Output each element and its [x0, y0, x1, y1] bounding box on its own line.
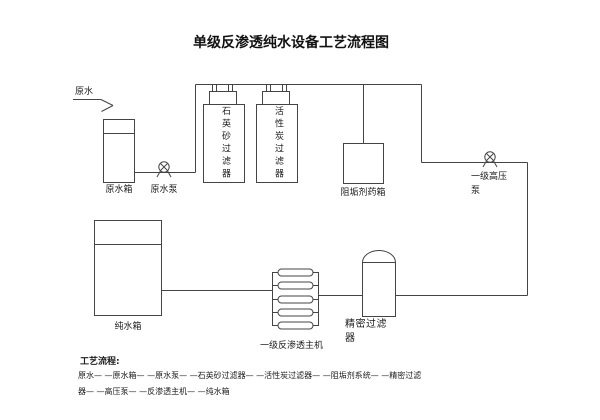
- vessel-body: [203, 104, 245, 183]
- diagram-title: 单级反渗透纯水设备工艺流程图: [193, 35, 389, 51]
- pump-cross: [486, 153, 494, 161]
- hp-pump-shape: [482, 151, 498, 168]
- feed-label: 原水: [75, 87, 94, 97]
- precision-filter-shape: [362, 250, 396, 317]
- flow-note-heading: 工艺流程:: [80, 357, 120, 367]
- precision-filter-dome: [362, 250, 396, 263]
- pipe-main-run: [134, 84, 528, 296]
- ro-membrane-elements: [277, 268, 314, 330]
- precision-filter-label-line2: 器: [345, 333, 355, 344]
- flow-note-line2: 器— —高压泵— —反渗透主机— —纯水箱: [78, 387, 230, 396]
- ro-membrane: [277, 321, 314, 330]
- pump-cross: [160, 163, 168, 171]
- quartz-filter-vessel: [203, 84, 245, 183]
- flow-note-line1: 原水— —原水箱— —原水泵— —石英砂过滤器— —活性炭过滤器— —阻垢剂系统…: [78, 371, 422, 380]
- dosing-box-label: 阻垢剂药箱: [340, 188, 386, 198]
- raw-tank-label: 原水箱: [105, 185, 133, 195]
- pure-tank-label: 纯水箱: [114, 322, 142, 332]
- precision-filter-body: [362, 262, 396, 317]
- pure-water-tank-shape: [94, 220, 162, 316]
- carbon-filter-vessel: [256, 84, 298, 183]
- hp-pump-label-line1: 一级高压: [471, 172, 508, 182]
- raw-water-tank-shape: [103, 119, 135, 183]
- ro-unit-shape: [272, 272, 319, 326]
- ro-membrane: [277, 268, 314, 277]
- hp-pump-label-line2: 泵: [471, 186, 481, 196]
- raw-pump-label: 原水泵: [150, 185, 178, 195]
- feed-arrow: [73, 99, 114, 112]
- dosing-box-shape: [343, 143, 384, 184]
- vessel-cap: [209, 91, 237, 105]
- precision-filter-label-line1: 精密过滤: [345, 319, 387, 330]
- ro-membrane: [277, 295, 314, 304]
- quartz-filter-label: 石英砂过滤器: [220, 106, 230, 181]
- raw-water-pump-shape: [156, 161, 172, 178]
- ro-membrane: [277, 308, 314, 317]
- vessel-body: [256, 104, 298, 183]
- carbon-filter-label: 活性炭过滤器: [273, 106, 283, 181]
- vessel-cap: [262, 91, 290, 105]
- ro-membrane: [277, 281, 314, 290]
- ro-unit-label: 一级反渗透主机: [260, 341, 324, 351]
